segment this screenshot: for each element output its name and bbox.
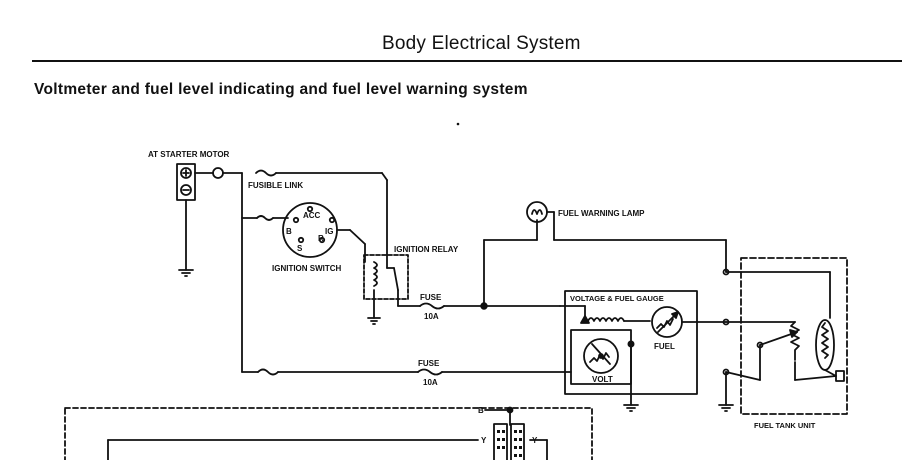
fuse-2-label: FUSE (418, 359, 440, 368)
switch-terminal-ig: IG (325, 227, 333, 236)
fuel-tank-unit-box (740, 257, 848, 415)
page-header: Body Electrical System (0, 0, 910, 62)
fuse-2-symbol (417, 368, 443, 376)
ground-symbol-tank (718, 404, 734, 412)
page-title: Body Electrical System (382, 33, 581, 54)
gauge-coil (587, 317, 625, 322)
ground-symbol-gauge (623, 404, 639, 412)
terminal-ring (212, 167, 224, 179)
switch-terminal-b: B (286, 227, 292, 236)
wire-color-b: B (478, 406, 484, 415)
wire-color-y-left: Y (481, 436, 487, 445)
fuel-sender-resistor (790, 321, 800, 361)
fuel-gauge-label: FUEL (654, 342, 675, 351)
fuse-2-rating: 10A (423, 378, 438, 387)
fuse-1-symbol (419, 302, 445, 310)
battery-positive-symbol (180, 167, 192, 179)
ignition-relay-label: IGNITION RELAY (394, 245, 459, 254)
switch-terminal-r: R (318, 234, 324, 243)
ground-symbol-relay (367, 317, 381, 325)
volt-gauge-dial (583, 338, 619, 374)
ignition-relay-box (363, 254, 409, 300)
relay-coil (373, 261, 378, 287)
fuel-warning-lamp-label: FUEL WARNING LAMP (558, 209, 645, 218)
ground-symbol-battery (178, 269, 194, 277)
header-rule (32, 60, 902, 62)
fuse-1-label: FUSE (420, 293, 442, 302)
fuse-1-rating: 10A (424, 312, 439, 321)
volt-gauge-label: VOLT (592, 375, 613, 384)
section-title: Voltmeter and fuel level indicating and … (34, 81, 528, 98)
battery-negative-symbol (180, 184, 192, 196)
lower-harness-box (64, 407, 593, 460)
switch-terminal-acc: ACC (303, 211, 321, 220)
voltage-fuel-gauge-label: VOLTAGE & FUEL GAUGE (570, 294, 664, 303)
switch-terminal-s: S (297, 244, 303, 253)
starter-motor-label: AT STARTER MOTOR (148, 150, 230, 159)
fuel-tank-unit-label: FUEL TANK UNIT (754, 421, 816, 430)
ignition-switch-label: IGNITION SWITCH (272, 264, 342, 273)
fusible-link-label: FUSIBLE LINK (248, 181, 303, 190)
harness-connector-left (493, 423, 508, 460)
harness-connector-right (510, 423, 525, 460)
fusible-link-symbol (255, 169, 277, 177)
wire-color-y-right: Y (532, 436, 538, 445)
